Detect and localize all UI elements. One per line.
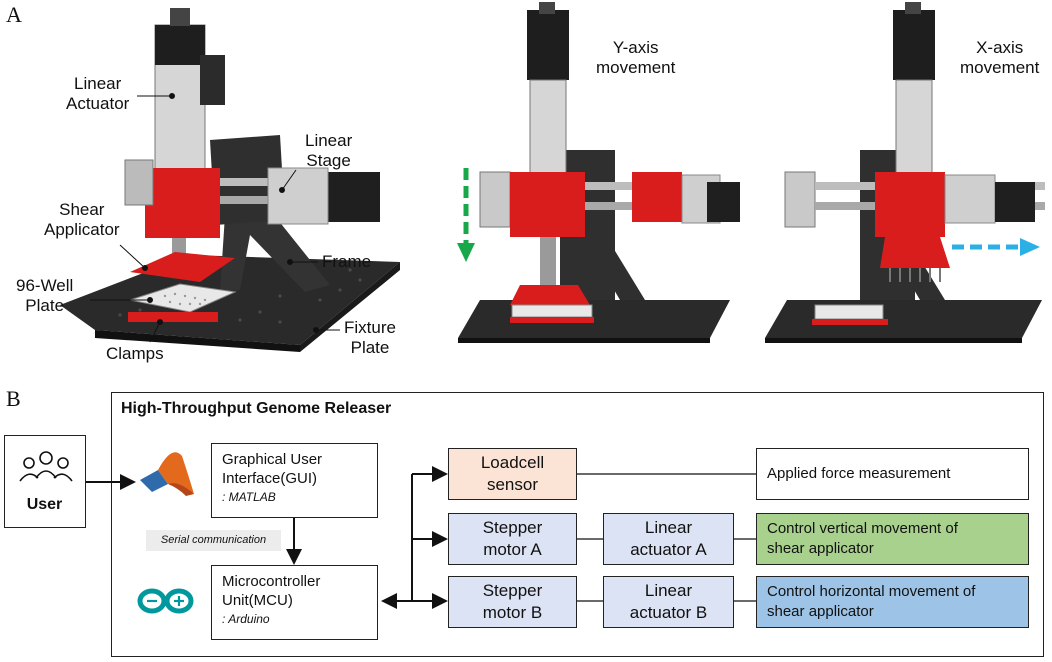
stepper-b-line1: Stepper bbox=[482, 581, 543, 600]
stepper-b-line2: motor B bbox=[482, 603, 543, 622]
label-linear-actuator: Linear Actuator bbox=[66, 74, 130, 113]
serial-comm-tag: Serial communication bbox=[146, 530, 281, 551]
result-force-box: Applied force measurement bbox=[756, 448, 1029, 500]
actuator-a-line2: actuator A bbox=[630, 540, 707, 559]
clamps bbox=[128, 312, 218, 322]
mcu-box: Microcontroller Unit(MCU) : Arduino bbox=[211, 565, 378, 640]
gui-line2: Interface(GUI) bbox=[222, 470, 318, 487]
result-vertical-line2: shear applicator bbox=[767, 540, 874, 557]
gui-box: Graphical User Interface(GUI) : MATLAB bbox=[211, 443, 378, 518]
label-well-plate: 96-Well Plate bbox=[16, 276, 74, 315]
linear-actuator-a-box: Linear actuator A bbox=[603, 513, 734, 565]
result-horizontal-box: Control horizontal movement of shear appl… bbox=[756, 576, 1029, 628]
stepper-a-line2: motor A bbox=[483, 540, 542, 559]
actuator-b-line1: Linear bbox=[644, 581, 693, 600]
mcu-sub: : Arduino bbox=[222, 612, 270, 626]
user-box: User bbox=[4, 435, 86, 528]
frame bbox=[220, 210, 330, 292]
label-frame: Frame bbox=[322, 252, 372, 271]
gui-sub: : MATLAB bbox=[222, 490, 276, 504]
users-icon bbox=[19, 451, 73, 482]
mcu-line2: Unit(MCU) bbox=[222, 592, 293, 609]
stepper-motor-a-box: Stepper motor A bbox=[448, 513, 577, 565]
result-vertical-box: Control vertical movement of shear applic… bbox=[756, 513, 1029, 565]
arduino-logo bbox=[137, 588, 194, 614]
system-title: High-Throughput Genome Releaser bbox=[121, 400, 392, 417]
red-carriage bbox=[145, 168, 220, 238]
label-shear-applicator: Shear Applicator bbox=[44, 200, 120, 239]
linear-actuator-b-box: Linear actuator B bbox=[603, 576, 734, 628]
loadcell-sensor-box: Loadcell sensor bbox=[448, 448, 577, 500]
well-plate bbox=[128, 283, 237, 313]
stepper-a-line1: Stepper bbox=[482, 518, 543, 537]
label-x-axis: X-axis movement bbox=[960, 38, 1040, 77]
user-label: User bbox=[26, 496, 63, 513]
label-linear-stage: Linear Stage bbox=[305, 131, 353, 170]
device-y-axis-view bbox=[457, 2, 740, 343]
result-force-text: Applied force measurement bbox=[767, 465, 951, 482]
mcu-line1: Microcontroller bbox=[222, 573, 321, 590]
label-clamps: Clamps bbox=[106, 344, 164, 363]
actuator-a-line1: Linear bbox=[644, 518, 693, 537]
gui-line1: Graphical User bbox=[222, 451, 323, 468]
result-horizontal-line2: shear applicator bbox=[767, 603, 874, 620]
shear-applicator bbox=[130, 252, 235, 282]
matlab-logo bbox=[140, 452, 194, 496]
result-horizontal-line1: Control horizontal movement of bbox=[767, 583, 976, 600]
loadcell-line1: Loadcell bbox=[480, 453, 545, 472]
panel-b-letter: B bbox=[6, 386, 21, 411]
stepper-motor-b-box: Stepper motor B bbox=[448, 576, 577, 628]
actuator-b-line2: actuator B bbox=[629, 603, 708, 622]
label-fixture-plate: Fixture Plate bbox=[344, 318, 396, 357]
device-illustrations bbox=[60, 2, 1045, 352]
panel-a-letter: A bbox=[6, 2, 22, 27]
result-vertical-line1: Control vertical movement of bbox=[767, 520, 958, 537]
device-x-axis-view bbox=[765, 2, 1045, 343]
loadcell-line2: sensor bbox=[486, 475, 538, 494]
device-main-view bbox=[60, 8, 400, 352]
label-y-axis: Y-axis movement bbox=[596, 38, 676, 77]
system-boundary bbox=[111, 392, 1044, 657]
